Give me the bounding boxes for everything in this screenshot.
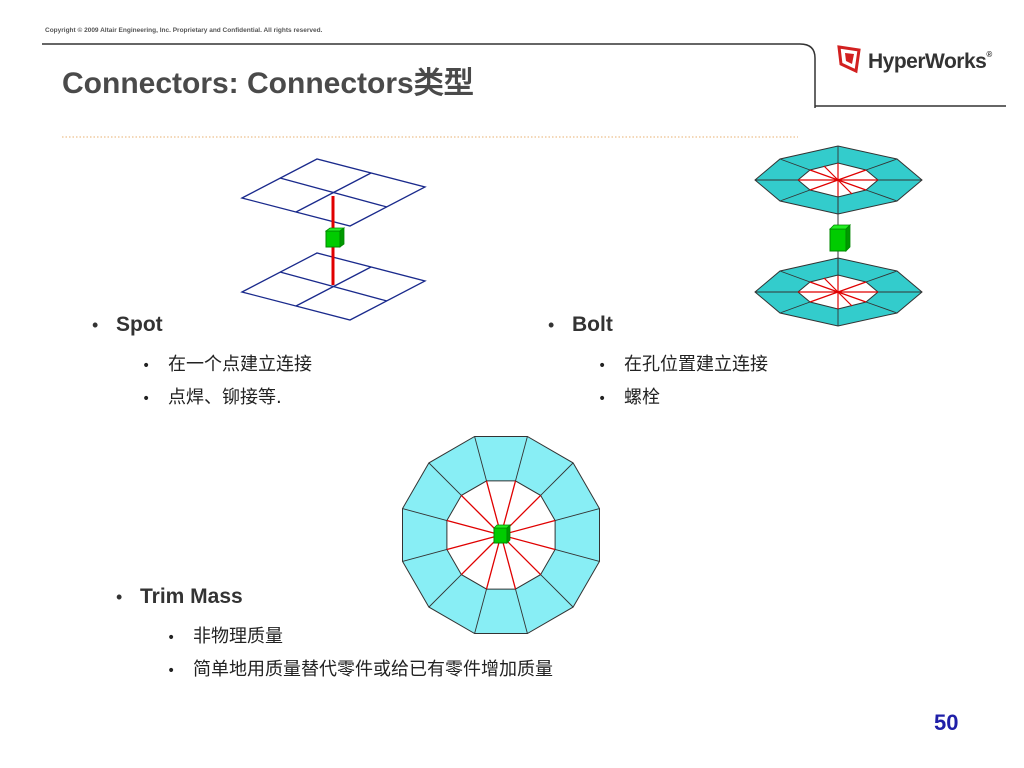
spot-item-2-text: 点焊、铆接等. — [168, 387, 282, 408]
logo-wordmark: HyperWorks — [868, 49, 987, 73]
trim-mass-spoke — [485, 534, 502, 590]
trim-mass-item-1: •非物理质量 — [167, 626, 283, 647]
bolt-heading: • Bolt — [548, 313, 613, 337]
spot-item-1: •在一个点建立连接 — [142, 354, 312, 375]
bolt-item-1-text: 在孔位置建立连接 — [624, 354, 768, 375]
upper-washer — [754, 145, 923, 215]
ring-segment-edge — [402, 549, 448, 562]
trim-mass-spoke — [446, 519, 502, 536]
bolt-item-1: •在孔位置建立连接 — [598, 354, 768, 375]
spot-weld-illustration — [240, 158, 427, 321]
bullet-dot: • — [116, 587, 123, 607]
bolt-item-2: •螺栓 — [598, 387, 660, 408]
bolt-connector-node — [829, 224, 851, 252]
bolt-item-2-text: 螺栓 — [624, 387, 660, 408]
trim-mass-label: Trim Mass — [140, 585, 243, 608]
bullet-dot: • — [92, 315, 99, 335]
hyperworks-logo-icon — [836, 44, 862, 79]
hyperworks-logo: HyperWorks® — [836, 44, 992, 79]
trim-mass-item-1-text: 非物理质量 — [193, 626, 283, 647]
trim-mass-spoke — [446, 534, 502, 551]
bolt-label: Bolt — [572, 313, 613, 336]
ring-segment-edge — [474, 588, 487, 634]
spot-item-1-text: 在一个点建立连接 — [168, 354, 312, 375]
ring-segment-edge — [474, 436, 487, 482]
ring-segment-edge — [428, 462, 462, 496]
ring-segment-edge — [402, 508, 448, 521]
logo-text: HyperWorks® — [868, 50, 992, 74]
ring-segment-edge — [515, 436, 528, 482]
spot-connector-node — [324, 227, 346, 248]
lower-washer — [754, 257, 923, 327]
bolt-illustration — [754, 145, 923, 327]
ring-segment-edge — [540, 462, 574, 496]
spot-item-2: •点焊、铆接等. — [142, 387, 282, 408]
trim-mass-illustration — [402, 436, 600, 634]
bullet-dot: • — [548, 315, 555, 335]
spot-heading: • Spot — [92, 313, 163, 337]
trim-mass-node — [493, 524, 511, 544]
trim-mass-item-2: •简单地用质量替代零件或给已有零件增加质量 — [167, 659, 553, 680]
ring-segment-edge — [554, 508, 600, 521]
trim-mass-heading: • Trim Mass — [116, 585, 243, 609]
header-rule — [42, 43, 816, 108]
ring-segment-edge — [428, 574, 462, 608]
page-number: 50 — [934, 710, 959, 735]
trim-mass-spoke — [500, 534, 517, 590]
trim-mass-item-2-text: 简单地用质量替代零件或给已有零件增加质量 — [193, 659, 553, 680]
spot-label: Spot — [116, 313, 163, 336]
logo-registered-mark: ® — [986, 49, 992, 59]
ring-segment-edge — [515, 588, 528, 634]
ring-segment-edge — [540, 574, 574, 608]
ring-segment-edge — [554, 549, 600, 562]
lower-mesh-plate — [240, 252, 427, 321]
upper-mesh-plate — [240, 158, 427, 227]
page-title: Connectors: Connectors类型 — [62, 67, 474, 100]
copyright-notice: Copyright © 2009 Altair Engineering, Inc… — [45, 27, 323, 34]
